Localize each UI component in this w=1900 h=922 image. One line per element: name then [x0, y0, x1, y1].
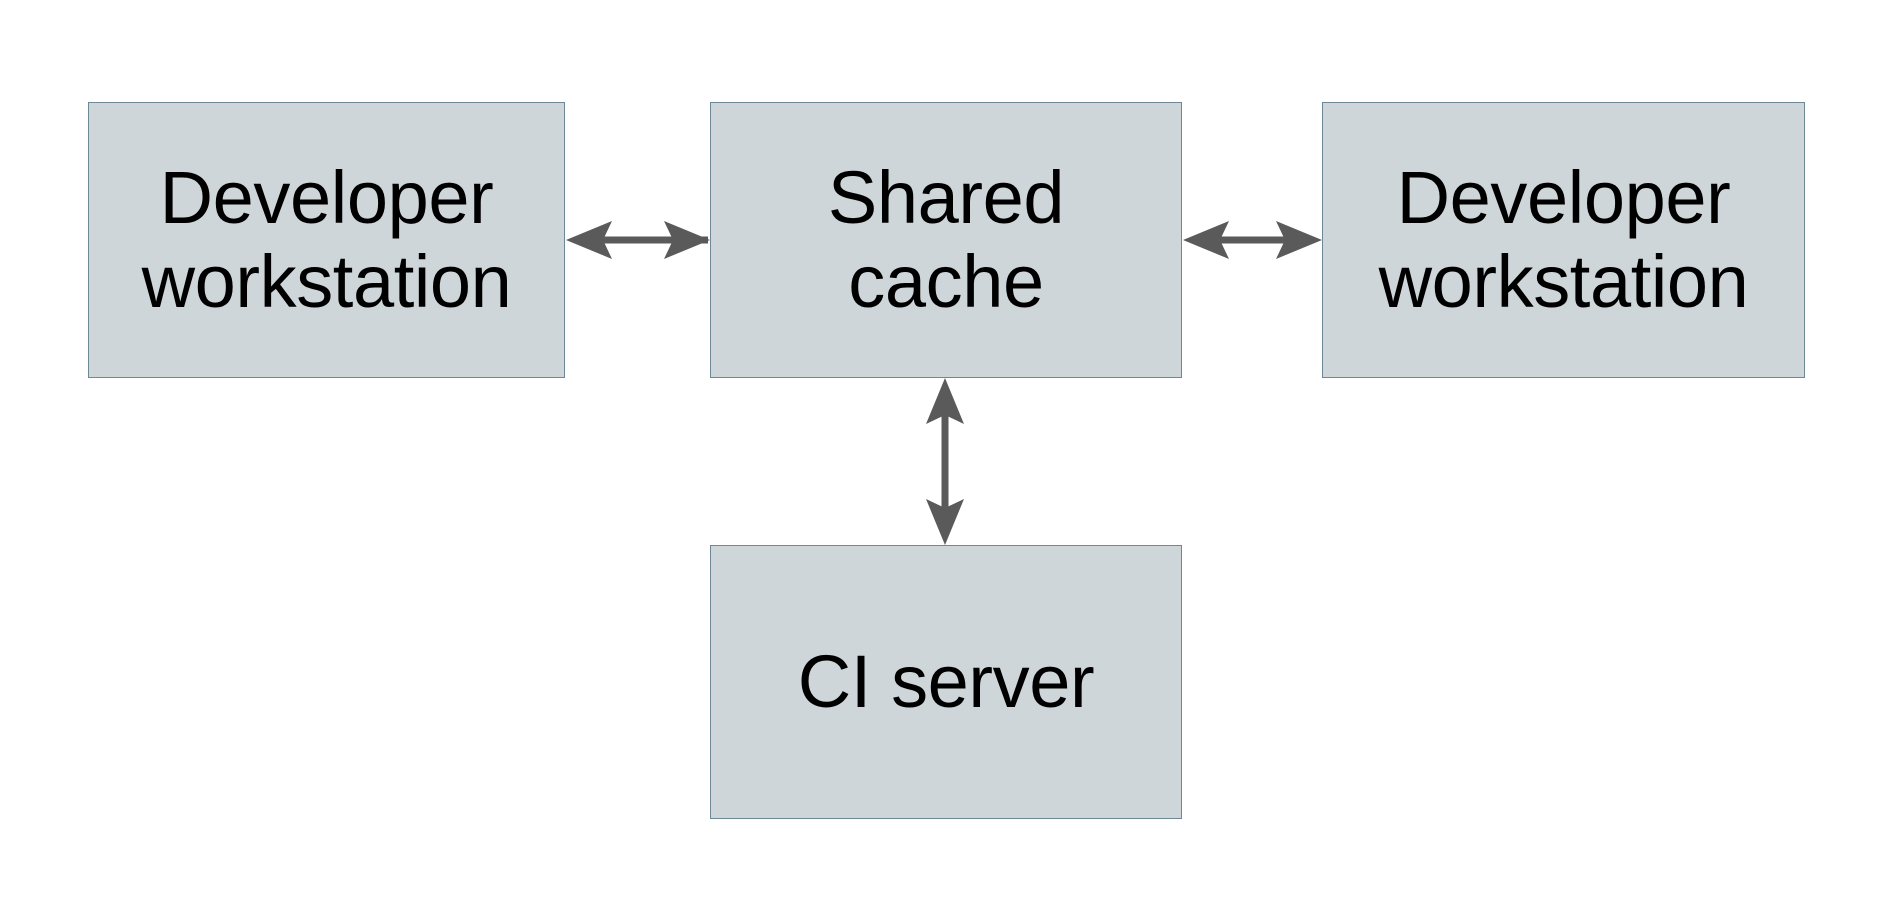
node-label: Shared cache: [827, 156, 1065, 323]
arrow-dev-left-to-shared-cache: [566, 221, 710, 259]
node-ci-server[interactable]: CI server: [710, 545, 1182, 819]
arrow-shared-cache-to-dev-right: [1183, 221, 1322, 259]
node-label: Developer workstation: [1378, 156, 1749, 323]
arrow-shared-cache-to-ci-server: [926, 378, 964, 545]
node-developer-workstation-right[interactable]: Developer workstation: [1322, 102, 1805, 378]
node-developer-workstation-left[interactable]: Developer workstation: [88, 102, 565, 378]
node-label: Developer workstation: [141, 156, 512, 323]
node-shared-cache[interactable]: Shared cache: [710, 102, 1182, 378]
node-label: CI server: [797, 640, 1095, 723]
